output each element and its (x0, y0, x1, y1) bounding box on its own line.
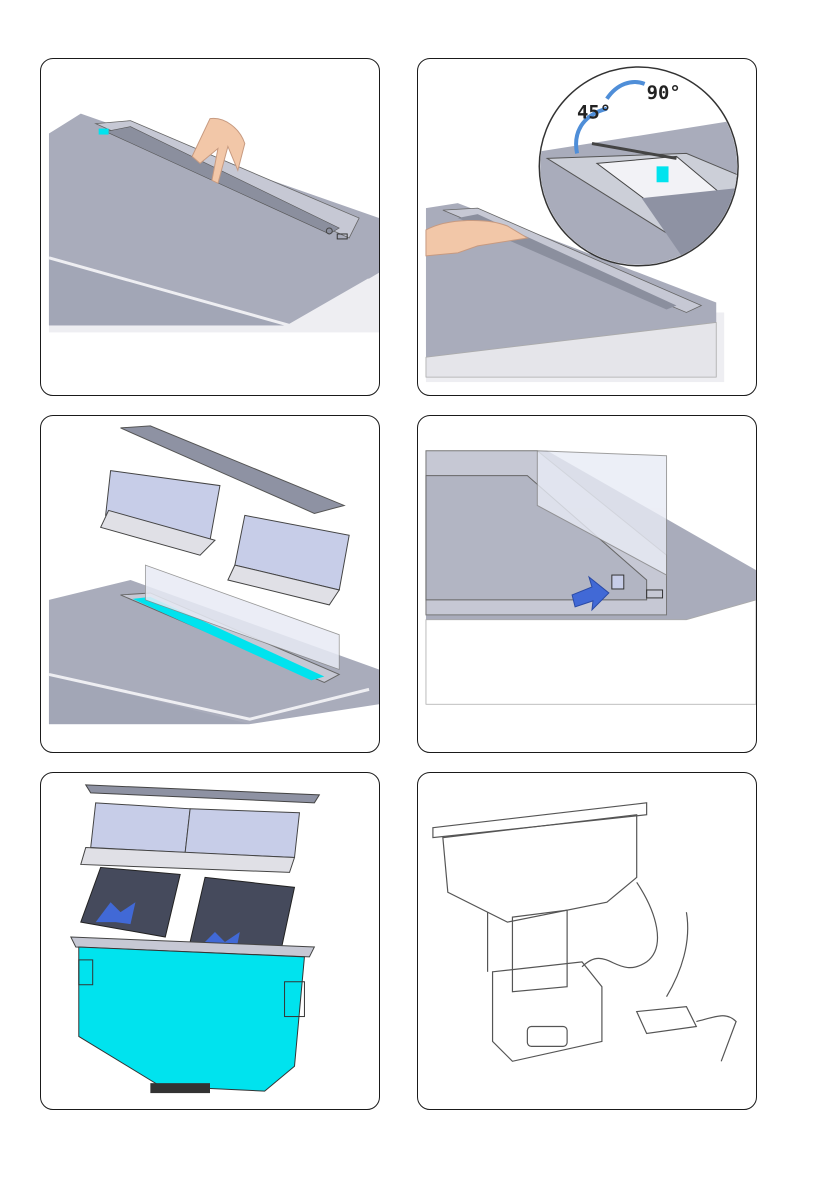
step-3-illustration (41, 416, 379, 752)
step-5-illustration (41, 773, 379, 1109)
step-4-illustration (418, 416, 756, 752)
step-2-panel: 45° 90° (417, 58, 757, 396)
angle-45-label: 45° (577, 102, 611, 124)
step-6-panel (417, 772, 757, 1110)
step-5-panel (40, 772, 380, 1110)
step-4-panel (417, 415, 757, 753)
angle-90-label: 90° (647, 82, 681, 104)
step-1-illustration (41, 59, 379, 395)
step-6-illustration (418, 773, 756, 1109)
step-1-panel (40, 58, 380, 396)
line-drawing-icon (433, 803, 736, 1061)
step-2-illustration: 45° 90° (418, 59, 756, 395)
step-3-panel (40, 415, 380, 753)
